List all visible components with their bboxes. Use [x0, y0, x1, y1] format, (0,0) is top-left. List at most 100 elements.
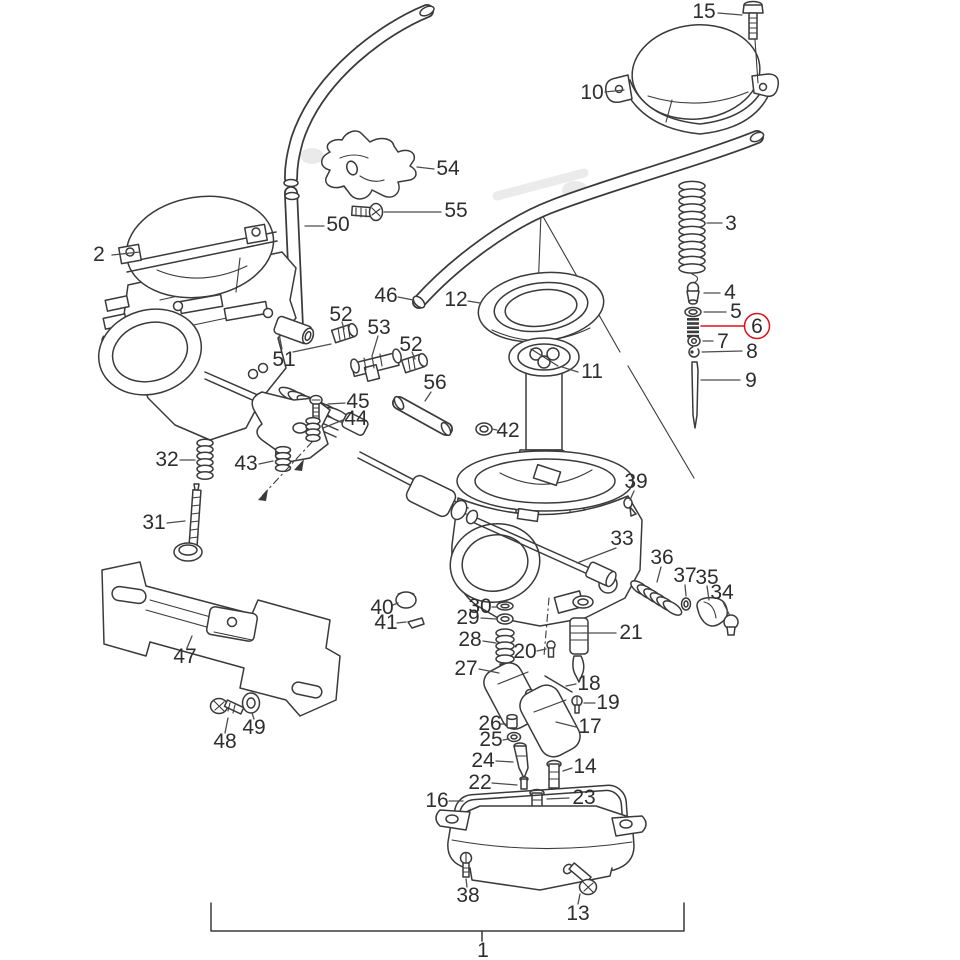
svg-text:48: 48 [213, 730, 236, 753]
cap-35 [696, 596, 729, 627]
svg-text:5: 5 [730, 300, 742, 323]
washer-49 [241, 692, 261, 714]
svg-text:13: 13 [566, 902, 589, 925]
svg-text:44: 44 [344, 407, 368, 430]
t-fitting-53 [350, 348, 402, 382]
callout-17: 17 [555, 715, 602, 738]
callout-8: 8 [701, 340, 758, 363]
jet-14 [546, 759, 562, 789]
spring-32 [196, 438, 214, 481]
svg-text:32: 32 [155, 448, 178, 471]
screw-45 [309, 394, 323, 421]
callout-19: 19 [583, 691, 620, 714]
bracket-54 [321, 130, 417, 200]
callout-38: 38 [456, 878, 480, 907]
svg-text:36: 36 [650, 546, 673, 569]
callout-24: 24 [471, 749, 514, 772]
svg-text:29: 29 [456, 606, 479, 629]
washer-30 [496, 601, 514, 611]
svg-text:10: 10 [580, 81, 603, 104]
washer-5 [684, 306, 702, 318]
callout-43: 43 [234, 452, 274, 475]
spring-3 [678, 180, 706, 284]
needle-valve-21 [569, 595, 594, 683]
float-17 [483, 662, 581, 758]
callout-42: 42 [491, 419, 520, 442]
spring-28 [495, 628, 515, 664]
hose-46 [412, 130, 765, 309]
callout-48: 48 [213, 717, 237, 753]
screw-13 [562, 862, 598, 896]
svg-text:18: 18 [577, 672, 600, 695]
callout-31: 31 [142, 511, 186, 534]
callout-5: 5 [703, 300, 742, 323]
svg-text:56: 56 [423, 371, 446, 394]
svg-text:54: 54 [436, 157, 460, 180]
callout-37: 37 [673, 564, 697, 597]
svg-text:35: 35 [695, 566, 718, 589]
svg-text:24: 24 [471, 749, 495, 772]
callout-29: 29 [456, 606, 497, 629]
svg-text:11: 11 [581, 360, 603, 383]
screw-55 [350, 202, 384, 222]
svg-text:52: 52 [329, 303, 352, 326]
callout-6-highlighted: 6 [751, 315, 763, 338]
svg-text:14: 14 [573, 755, 597, 778]
svg-text:34: 34 [710, 581, 734, 604]
callout-26: 26 [478, 712, 508, 735]
svg-text:31: 31 [142, 511, 165, 534]
spring-6 [687, 318, 699, 338]
callout-44: 44 [322, 407, 368, 430]
float-bowl [435, 805, 647, 891]
svg-text:2: 2 [93, 243, 105, 266]
callout-56: 56 [423, 371, 447, 402]
carburetor-body-2 [97, 195, 369, 463]
spring-44 [305, 416, 321, 443]
callout-4: 4 [703, 281, 736, 304]
svg-text:46: 46 [374, 284, 397, 307]
throttle-linkage-rod [357, 451, 479, 525]
callout-14: 14 [562, 755, 597, 778]
plug-20 [546, 640, 556, 658]
callout-3: 3 [706, 212, 737, 235]
hose-50 [283, 4, 435, 337]
svg-text:37: 37 [673, 564, 696, 587]
svg-text:1: 1 [477, 939, 489, 960]
svg-text:9: 9 [745, 369, 757, 392]
float-pin-18 [544, 675, 573, 693]
svg-text:27: 27 [454, 657, 477, 680]
callout-28: 28 [458, 628, 497, 651]
callout-47: 47 [173, 635, 197, 668]
callout-55: 55 [383, 199, 468, 222]
callout-52b: 52 [399, 333, 423, 360]
clip-8 [688, 346, 700, 358]
screw-48 [209, 697, 245, 715]
callout-49: 49 [242, 712, 266, 739]
svg-text:53: 53 [367, 316, 390, 339]
svg-text:51: 51 [272, 348, 295, 371]
jet-needle-9 [691, 361, 699, 429]
callout-51: 51 [272, 333, 332, 371]
callout-1: 1 [477, 939, 489, 960]
callout-10: 10 [580, 81, 625, 104]
plug-52a [330, 322, 359, 344]
svg-text:50: 50 [326, 213, 349, 236]
svg-text:41: 41 [374, 611, 397, 634]
callout-22: 22 [468, 771, 518, 794]
callout-9: 9 [700, 369, 757, 392]
callout-41: 41 [374, 611, 407, 634]
e-ring-7 [687, 335, 701, 347]
callout-45: 45 [327, 390, 370, 413]
range-bracket-1 [210, 902, 685, 942]
callout-40: 40 [370, 596, 399, 619]
callout-2: 2 [93, 243, 141, 266]
part-callouts: 1 2 3 4 5 6 7 8 9 10 11 12 13 14 15 16 1… [93, 0, 763, 960]
svg-text:40: 40 [370, 596, 393, 619]
callout-50: 50 [304, 213, 350, 236]
washer-29 [496, 613, 514, 625]
spring-43 [258, 441, 313, 501]
plug-34 [723, 614, 739, 636]
svg-text:28: 28 [458, 628, 481, 651]
ring-25 [506, 731, 522, 743]
